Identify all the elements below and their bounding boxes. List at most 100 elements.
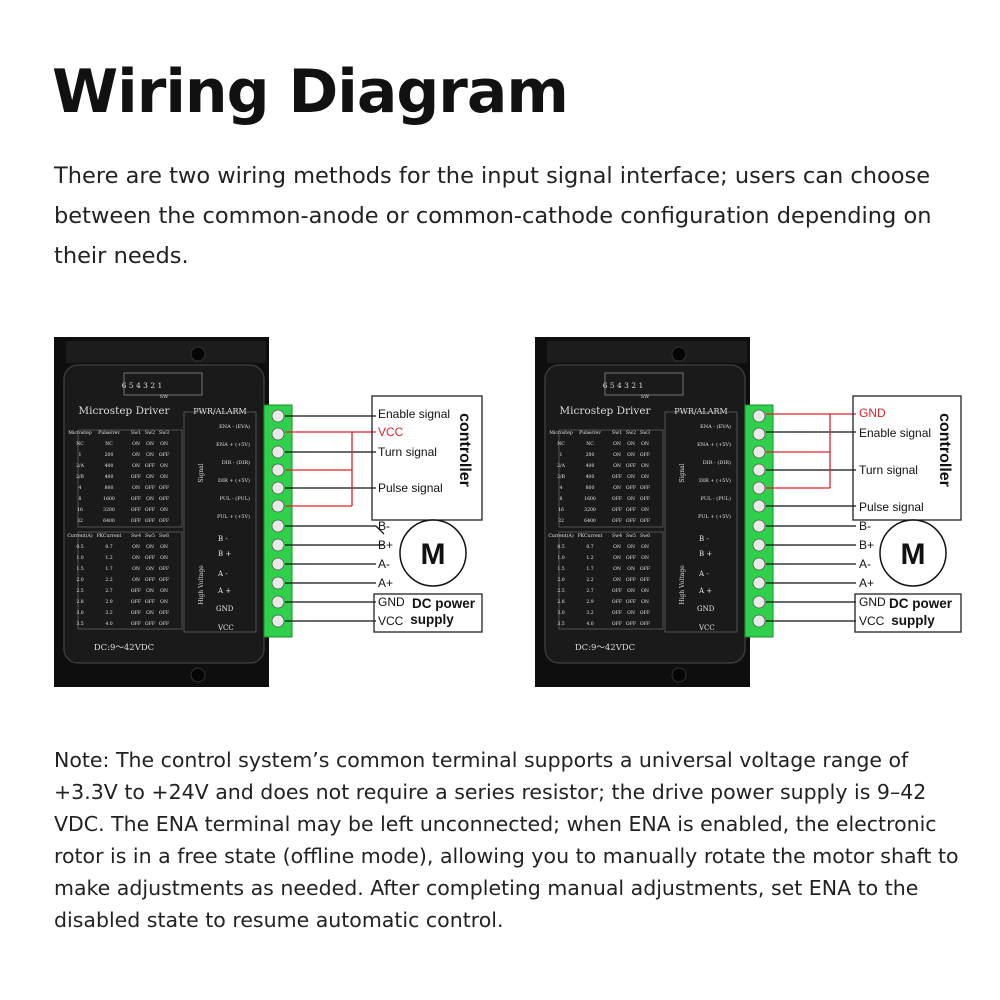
svg-text:OFF: OFF xyxy=(640,610,650,616)
note-paragraph: Note: The control system’s common termin… xyxy=(54,748,959,932)
svg-text:1600: 1600 xyxy=(584,496,596,502)
svg-text:Microstep: Microstep xyxy=(68,430,92,436)
svg-text:Sw1: Sw1 xyxy=(612,430,622,436)
svg-text:NC: NC xyxy=(76,441,84,447)
svg-text:OFF: OFF xyxy=(159,518,169,524)
svg-text:ON: ON xyxy=(627,544,635,550)
motor-pin-label: A+ xyxy=(378,576,393,590)
svg-text:3200: 3200 xyxy=(103,507,115,513)
svg-text:OFF: OFF xyxy=(145,463,155,469)
supply-label: supply xyxy=(891,613,935,628)
supply-label: DC power xyxy=(412,596,476,611)
table-header: Microstep Pulse/rev Sw1 Sw2 Sw3 xyxy=(549,430,650,436)
svg-text:OFF: OFF xyxy=(640,485,650,491)
svg-text:ON: ON xyxy=(613,485,621,491)
signal-label: Turn signal xyxy=(378,445,437,459)
svg-text:ON: ON xyxy=(160,463,168,469)
svg-text:OFF: OFF xyxy=(640,566,650,572)
svg-text:ON: ON xyxy=(627,588,635,594)
svg-text:OFF: OFF xyxy=(612,496,622,502)
high-voltage-side-label: High Voltage xyxy=(198,565,205,605)
svg-text:ON: ON xyxy=(146,566,154,572)
wires xyxy=(285,415,385,622)
svg-text:ON: ON xyxy=(146,474,154,480)
svg-text:4: 4 xyxy=(560,485,563,491)
svg-text:1.7: 1.7 xyxy=(105,566,112,572)
svg-text:OFF: OFF xyxy=(640,452,650,458)
pin-label: ENA - (EVA) xyxy=(219,423,250,430)
svg-text:ON: ON xyxy=(132,441,140,447)
svg-text:2.9: 2.9 xyxy=(586,599,593,605)
svg-text:1: 1 xyxy=(79,452,82,458)
svg-text:ON: ON xyxy=(160,599,168,605)
svg-text:ON: ON xyxy=(146,496,154,502)
svg-text:800: 800 xyxy=(105,485,114,491)
motor-icon xyxy=(399,519,467,587)
svg-text:Sw6: Sw6 xyxy=(640,533,650,539)
svg-text:ON: ON xyxy=(132,485,140,491)
svg-text:16: 16 xyxy=(558,507,564,513)
red-common-wires xyxy=(766,413,856,489)
svg-text:1.2: 1.2 xyxy=(105,555,112,561)
svg-text:6400: 6400 xyxy=(584,518,596,524)
svg-text:NC: NC xyxy=(557,441,565,447)
pin-label: DIR + (+5V) xyxy=(218,477,250,484)
svg-text:ON: ON xyxy=(613,577,621,583)
pin-label: ENA + (+5V) xyxy=(697,441,731,448)
svg-text:ON: ON xyxy=(146,544,154,550)
dip-switch-numbers: 6 5 4 3 2 1 xyxy=(122,381,163,390)
svg-text:ON: ON xyxy=(613,452,621,458)
svg-text:2.5: 2.5 xyxy=(557,588,564,594)
svg-text:4.0: 4.0 xyxy=(105,621,112,627)
motor-pin-label: A- xyxy=(378,557,390,571)
signal-label: Pulse signal xyxy=(859,500,924,514)
svg-text:OFF: OFF xyxy=(612,599,622,605)
svg-text:OFF: OFF xyxy=(145,599,155,605)
svg-text:PKCurrent: PKCurrent xyxy=(97,533,122,539)
signal-label: GND xyxy=(859,406,886,420)
svg-text:OFF: OFF xyxy=(626,599,636,605)
svg-text:OFF: OFF xyxy=(612,518,622,524)
svg-text:2.0: 2.0 xyxy=(557,577,564,583)
pin-label: B - xyxy=(218,535,228,543)
svg-text:ON: ON xyxy=(641,588,649,594)
svg-text:OFF: OFF xyxy=(131,496,141,502)
svg-text:200: 200 xyxy=(586,452,595,458)
pin-label: ENA - (EVA) xyxy=(700,423,731,430)
svg-text:16: 16 xyxy=(77,507,83,513)
svg-text:OFF: OFF xyxy=(159,452,169,458)
pin-label: ENA + (+5V) xyxy=(216,441,250,448)
pin-label: B + xyxy=(218,550,231,558)
svg-text:OFF: OFF xyxy=(131,518,141,524)
svg-text:Microstep: Microstep xyxy=(549,430,573,436)
svg-text:OFF: OFF xyxy=(612,621,622,627)
svg-text:ON: ON xyxy=(160,474,168,480)
svg-text:1600: 1600 xyxy=(103,496,115,502)
svg-text:1.0: 1.0 xyxy=(557,555,564,561)
svg-text:OFF: OFF xyxy=(612,610,622,616)
table-header: Current(A) PKCurrent Sw4 Sw5 Sw6 xyxy=(548,532,650,539)
svg-text:Sw1: Sw1 xyxy=(131,430,141,436)
svg-text:OFF: OFF xyxy=(159,496,169,502)
motor-label: M xyxy=(901,538,926,571)
svg-text:8: 8 xyxy=(560,496,563,502)
svg-text:800: 800 xyxy=(586,485,595,491)
svg-text:ON: ON xyxy=(132,452,140,458)
supply-pin-label: GND xyxy=(859,595,886,609)
svg-text:OFF: OFF xyxy=(131,588,141,594)
pin-label: GND xyxy=(216,605,234,613)
svg-text:2.0: 2.0 xyxy=(76,577,83,583)
controller-label: controller xyxy=(456,413,473,487)
svg-text:ON: ON xyxy=(641,463,649,469)
motor-pin-label: B- xyxy=(378,519,390,533)
intro-paragraph: There are two wiring methods for the inp… xyxy=(54,163,932,269)
svg-text:OFF: OFF xyxy=(640,621,650,627)
